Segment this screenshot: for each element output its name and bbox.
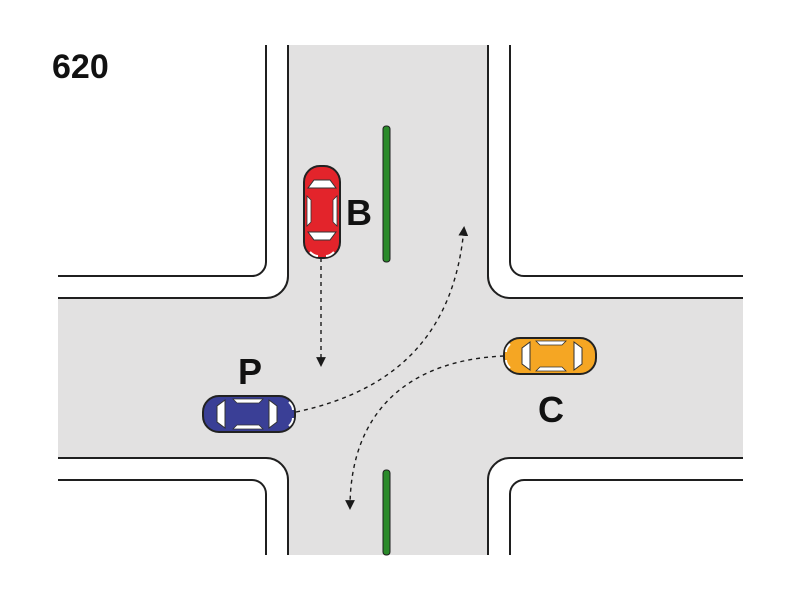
curb-top-right-inner: [487, 45, 743, 299]
path-c-left-turn: [345, 355, 505, 510]
car-c-windshield: [521, 341, 531, 371]
car-p-rear-window: [216, 399, 226, 429]
curb-bottom-right: [509, 479, 743, 555]
curb-bottom-left: [58, 479, 267, 555]
curb-top-right: [509, 45, 743, 277]
question-number: 620: [52, 48, 109, 86]
corner-fill-top-left: [266, 276, 288, 298]
corner-fill-top-right: [488, 276, 510, 298]
curb-bottom-left-inner: [58, 457, 289, 555]
median-top: [382, 125, 391, 263]
curbs: [58, 45, 743, 555]
car-c: [503, 337, 597, 375]
corner-fill-bottom-left: [266, 458, 288, 480]
car-b-windshield: [307, 231, 337, 241]
car-p-windshield: [268, 399, 278, 429]
curb-top-left-inner: [58, 45, 289, 299]
car-b-rear-window: [307, 179, 337, 189]
vehicle-label-p: P: [238, 351, 262, 392]
car-b: [303, 165, 341, 259]
car-c-rear-window: [573, 341, 583, 371]
path-p-left-turn: [295, 226, 469, 413]
curb-top-left: [58, 45, 267, 277]
curb-bottom-right-inner: [487, 457, 743, 555]
paths: [295, 226, 505, 510]
vehicle-label-c: C: [538, 389, 564, 430]
horizontal-road: [58, 298, 743, 458]
car-p: [202, 395, 296, 433]
road-surface: [58, 45, 743, 555]
vehicle-label-b: B: [346, 192, 372, 233]
corner-fill-bottom-right: [488, 458, 510, 480]
median-bottom: [382, 469, 391, 556]
